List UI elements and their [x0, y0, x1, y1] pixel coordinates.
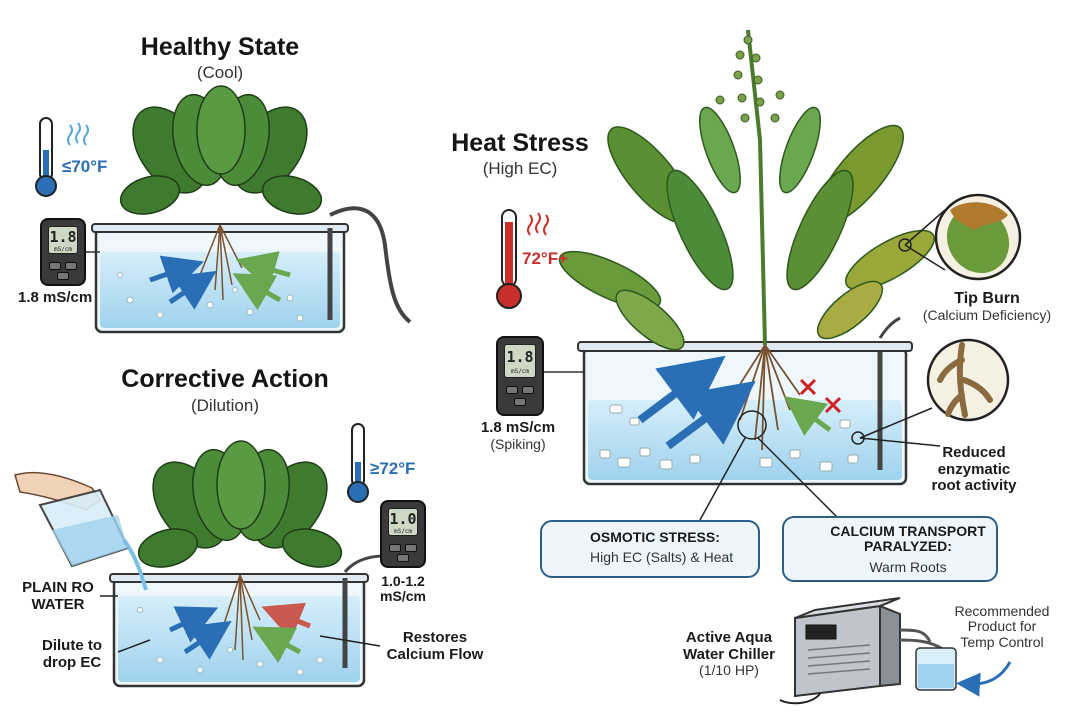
healthy-spinach-icon [119, 85, 323, 215]
tip-burn-leaf-icon [934, 193, 1022, 281]
corrective-tank [109, 554, 386, 688]
heat-ec-label: 1.8 mS/cm (Spiking) [480, 419, 556, 452]
cool-wave-icon [67, 122, 89, 146]
heat-wave-icon [527, 212, 549, 236]
water-chiller-icon [779, 597, 945, 705]
heat-temp-label: 72°F+ [522, 249, 569, 268]
salt-crystals [599, 404, 859, 472]
healthy-title: Healthy State [140, 33, 300, 61]
corrective-thermometer-icon [347, 423, 369, 503]
pitcher-icon [14, 471, 148, 591]
corrective-roots [221, 574, 261, 661]
root-closeup-icon [926, 338, 1010, 422]
healthy-flow-arrows [149, 251, 291, 311]
heat-plant-icon [558, 29, 935, 351]
healthy-ec-label: 1.8 mS/cm [18, 289, 93, 306]
healthy-temp-label: ≤70°F [62, 157, 108, 176]
chiller-label: Active Aqua Water Chiller (1/10 HP) [683, 629, 775, 678]
corrective-pointer-lines [100, 595, 381, 653]
reservoir-cup-icon [915, 647, 957, 691]
heat-flow-arrows [637, 355, 832, 450]
tip-burn-label: Tip Burn (Calcium Deficiency) [922, 290, 1052, 323]
heat-roots [729, 344, 801, 451]
corrective-flow-arrows [168, 602, 311, 664]
healthy-subtitle: (Cool) [196, 63, 244, 82]
corrective-title: Corrective Action [121, 365, 329, 393]
recommend-arrow [956, 661, 1012, 697]
healthy-thermometer-icon [35, 117, 57, 197]
osmotic-stress-callout: OSMOTIC STRESS: High EC (Salts) & Heat [540, 520, 760, 578]
heat-thermometer-icon [496, 209, 522, 309]
corrective-spinach-icon [137, 440, 343, 568]
corrective-temp-label: ≥72°F [370, 459, 416, 478]
heat-title: Heat Stress [451, 129, 589, 157]
heat-subtitle: (High EC) [482, 159, 558, 178]
blocked-x-icon [799, 378, 842, 414]
corrective-subtitle: (Dilution) [190, 396, 260, 415]
